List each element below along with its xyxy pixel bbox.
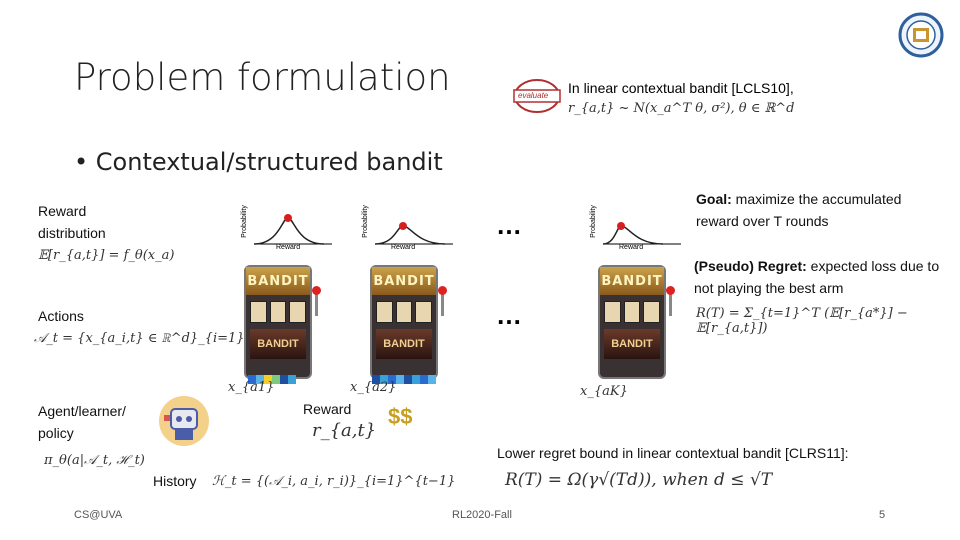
stamp-text: evaluate [518,91,549,100]
history-formula: ℋ_t = {(𝒜_i, a_i, r_i)}_{i=1}^{t−1} [212,474,456,489]
machine-1-top-text: BANDIT [246,267,310,295]
reward-distribution-plot-2: Probability Reward [361,204,455,254]
slot-machine-2: BANDIT BANDIT [370,265,438,379]
regret-text: (Pseudo) Regret: expected loss due to no… [694,255,944,299]
reward-distribution-label: Reward distribution [38,203,106,241]
reward-formula: r_{a,t} [312,420,377,441]
slot-machine-1-lever [315,290,318,316]
goal-bold: Goal: [696,191,732,207]
linear-note-text: In linear contextual bandit [LCLS10], [568,80,794,96]
linear-note-formula: r_{a,t} ~ N(x_a^T θ, σ²), θ ∈ ℝ^d [568,101,795,116]
arm-label-1: x_{a1} [228,380,275,395]
lower-bound-text: Lower regret bound in linear contextual … [497,445,849,461]
university-logo [898,12,944,58]
page-title: Problem formulation [74,56,451,99]
machine-k-bottom-text: BANDIT [604,329,660,359]
plot-1-xlabel: Reward [276,244,301,251]
page-number: 5 [879,509,886,521]
bullet-item: • Contextual/structured bandit [74,148,443,176]
reward-label: Reward [303,401,352,417]
slot-machine-2-knob [438,286,447,295]
plot-k-xlabel: Reward [619,244,644,251]
ellipsis-top: … [496,210,522,240]
goal-text: Goal: maximize the accumulated reward ov… [696,188,946,232]
machine-2-bottom-text: BANDIT [376,329,432,359]
footer-center: RL2020-Fall [452,509,512,521]
arm-label-2: x_{a2} [350,380,397,395]
actions-formula: 𝒜_t = {x_{a_i,t} ∈ ℝ^d}_{i=1}^K [34,331,266,346]
slot-machine-k-knob [666,286,675,295]
ellipsis-mid: … [496,300,522,330]
regret-formula: R(T) = Σ_{t=1}^T (𝔼[r_{a*}] − 𝔼[r_{a,t}]… [696,306,908,336]
slot-machine-1-knob [312,286,321,295]
machine-1-bottom-text: BANDIT [250,329,306,359]
plot-2-ylabel: Probability [361,205,369,238]
robot-agent-icon [158,395,210,447]
lower-bound-formula: R(T) = Ω(γ√(Td)), when d ≤ √T [505,470,773,490]
feature-vector-bar-1 [248,375,296,384]
machine-2-top-text: BANDIT [372,267,436,295]
reward-distribution-plot-k: Probability Reward [589,204,683,254]
reward-distribution-formula: 𝔼[r_{a,t}] = f_θ(x_a) [38,248,175,263]
slot-machine-1: BANDIT BANDIT [244,265,312,379]
plot-1-ylabel: Probability [240,205,248,238]
evaluate-stamp: evaluate [512,76,562,116]
slot-machine-k-lever [669,290,672,316]
plot-k-ylabel: Probability [589,205,597,238]
feature-vector-bar-2 [372,375,436,384]
goal-body: maximize the accumulated reward over T r… [696,191,902,229]
slot-machine-k: BANDIT BANDIT [598,265,666,379]
dollar-coins-icon: $$ [388,404,413,429]
machine-k-top-text: BANDIT [600,267,664,295]
regret-bold: (Pseudo) Regret: [694,258,807,274]
footer-left: CS@UVA [74,509,123,521]
reward-distribution-plot-1: Probability Reward [240,204,334,254]
slot-machine-2-lever [441,290,444,316]
agent-formula: π_θ(a|𝒜_t, ℋ_t) [44,453,145,468]
actions-label: Actions [38,308,84,324]
agent-label: Agent/learner/ policy [38,403,126,441]
history-label: History [153,473,197,489]
arm-label-k: x_{aK} [580,384,628,399]
regret-body: expected loss due to not playing the bes… [694,258,940,296]
plot-2-xlabel: Reward [391,244,416,251]
